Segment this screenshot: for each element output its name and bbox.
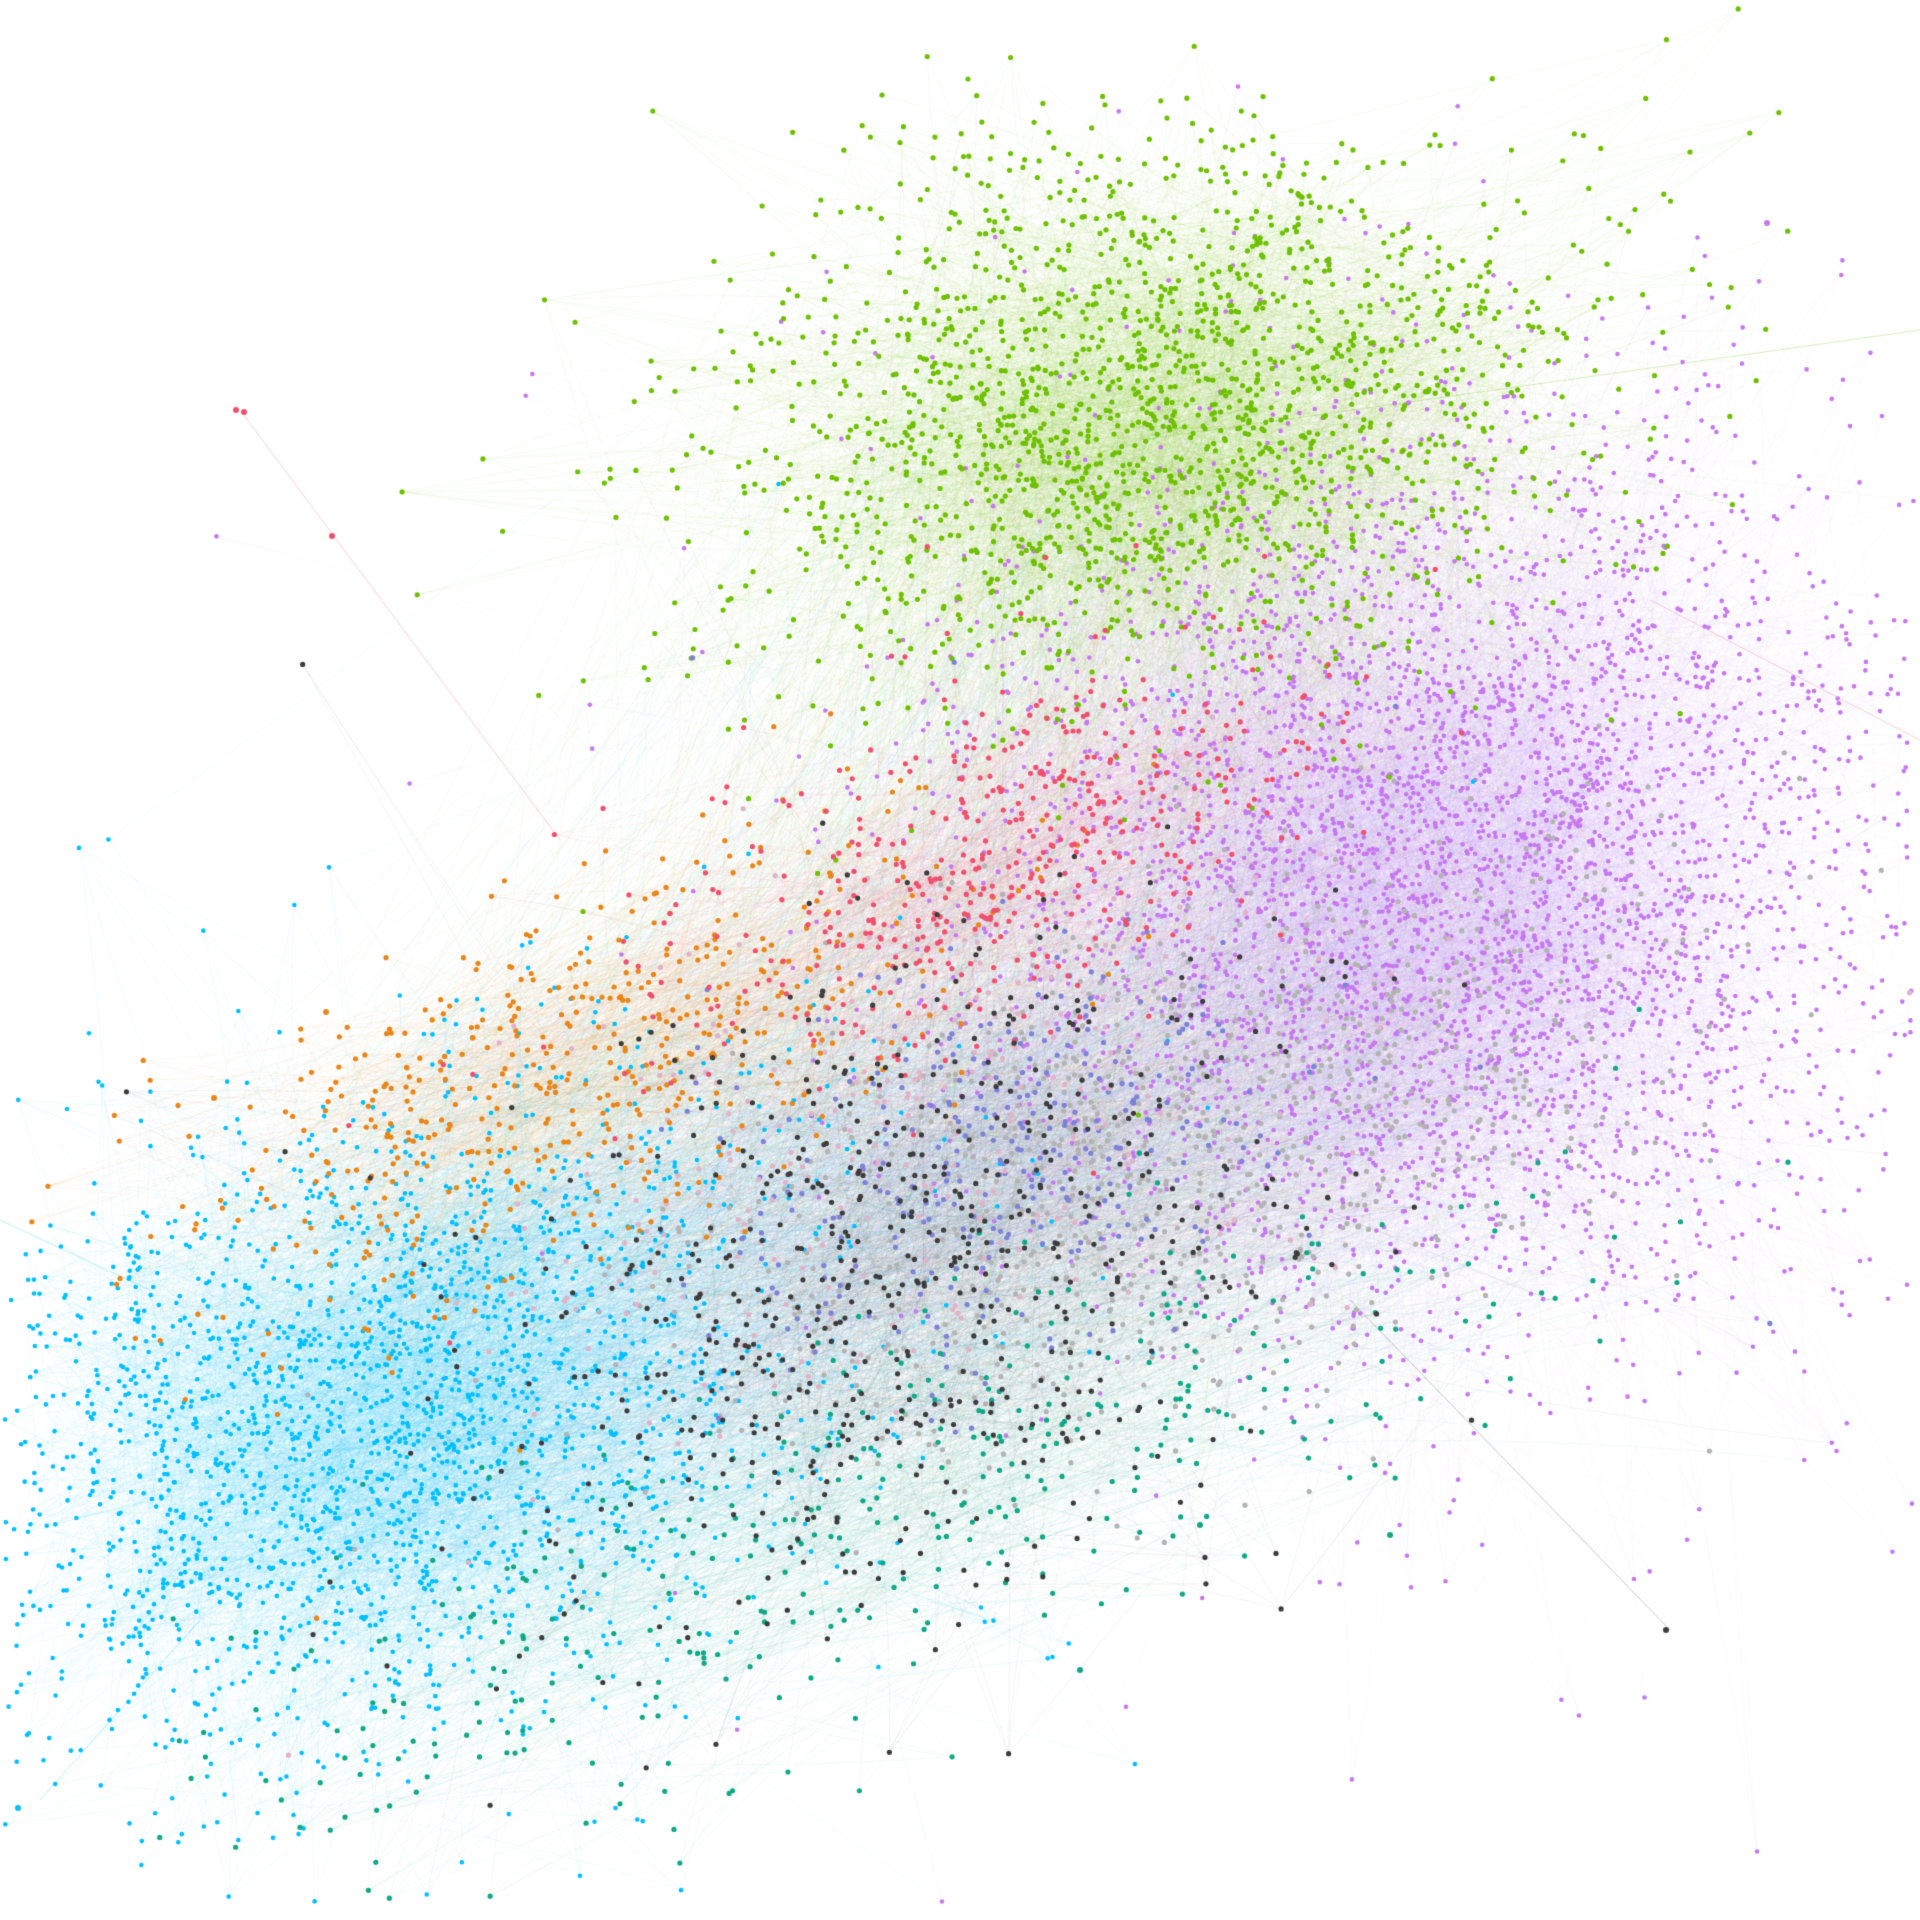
network-graph-canvas xyxy=(0,0,1920,1920)
